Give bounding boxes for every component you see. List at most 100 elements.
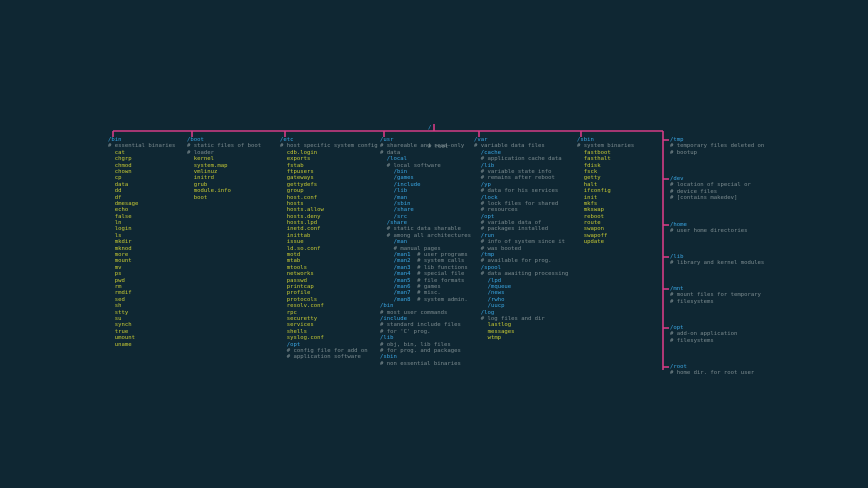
file-name: hosts.allow xyxy=(286,207,324,214)
file-name: mv xyxy=(114,264,122,271)
dir-name: /include xyxy=(380,315,407,322)
file-name: cp xyxy=(114,175,122,182)
file-name: ld.so.conf xyxy=(286,245,321,252)
dir-comment: # temporary files deleted on xyxy=(670,143,765,150)
dir-comment: # most user commands xyxy=(380,309,448,316)
file-name: protocols xyxy=(286,296,318,303)
dir-comment: # static data sharable xyxy=(386,226,461,233)
file-name: mkdir xyxy=(114,239,132,246)
side-entry: /home# user home directories xyxy=(670,222,747,235)
file-name: uname xyxy=(114,341,132,348)
dir-comment: # log files and dir xyxy=(480,315,545,322)
dir-name: /opt xyxy=(670,325,684,331)
dir-name: /man2 xyxy=(393,258,411,265)
file-name: gettydefs xyxy=(286,181,318,188)
dir-name: /man5 xyxy=(393,277,411,284)
dir-comment: # lib functions xyxy=(410,264,468,271)
dir-comment: # device files xyxy=(670,188,718,195)
dir-name: /tmp xyxy=(480,252,495,259)
file-name: fstab xyxy=(286,162,304,169)
dir-comment: # variable data files xyxy=(474,143,545,150)
side-entry: /dev# location of special or# device fil… xyxy=(670,176,751,202)
dir-name: /include xyxy=(393,181,421,188)
dir-name: /opt xyxy=(480,213,495,220)
file-name: securetty xyxy=(286,315,318,322)
file-name: rpc xyxy=(286,309,297,316)
column-var: /var# variable data files/cache# applica… xyxy=(474,137,568,342)
file-name: route xyxy=(583,220,601,227)
dir-comment: # misc. xyxy=(410,290,441,297)
file-name: networks xyxy=(286,271,314,278)
dir-comment: # [contains makedev] xyxy=(670,195,738,202)
file-name: issue xyxy=(286,239,304,246)
file-name: cdb.login xyxy=(286,149,318,156)
file-name: swapon xyxy=(583,226,605,233)
dir-name: /bin xyxy=(393,168,408,175)
dir-comment: # for 'C' prog. xyxy=(380,328,431,335)
dir-comment: # library and kernel modules xyxy=(670,260,765,267)
file-name: module.info xyxy=(193,188,231,195)
file-name: mtab xyxy=(286,258,301,265)
dir-name: /dev xyxy=(670,176,684,182)
file-name: dmesage xyxy=(114,200,139,207)
file-name: more xyxy=(114,252,129,259)
root-node: / # root xyxy=(428,112,448,163)
dir-name: /cache xyxy=(480,149,502,156)
dir-name: /src xyxy=(393,213,408,220)
side-entry: /root# home dir. for root user xyxy=(670,364,754,377)
dir-comment: # user programs xyxy=(410,252,468,259)
dir-name: /man xyxy=(393,194,408,201)
dir-comment: # filesystems xyxy=(670,337,714,344)
dir-name: /etc xyxy=(280,137,294,143)
dir-comment: # application software xyxy=(286,354,361,361)
file-name: ln xyxy=(114,220,122,227)
dir-name: /man4 xyxy=(393,271,411,278)
dir-comment: # resources xyxy=(480,207,518,214)
dir-entry-with-comment: /man6 # games xyxy=(380,284,471,290)
dir-comment: # remains after reboot xyxy=(480,175,555,182)
file-name: fdisk xyxy=(583,162,601,169)
dir-name: /mnt xyxy=(670,286,684,292)
dir-comment: # standard include files xyxy=(380,322,461,329)
dir-entry-with-comment: /man1 # user programs xyxy=(380,252,471,258)
file-name: hosts.lpd xyxy=(286,220,318,227)
dir-comment: # add-on application xyxy=(670,331,738,338)
file-name: syslog.conf xyxy=(286,335,324,342)
file-name: ps xyxy=(114,271,122,278)
file-name: chown xyxy=(114,168,132,175)
file-name: lastlog xyxy=(487,322,512,329)
dir-comment: # loader xyxy=(187,149,214,156)
dir-comment: # host specific system config xyxy=(280,143,378,150)
dir-comment: # application cache data xyxy=(480,156,562,163)
file-name: true xyxy=(114,328,129,335)
dir-comment: # packages installed xyxy=(480,226,549,233)
file-name: system.map xyxy=(193,162,228,169)
file-name: grub xyxy=(193,181,208,188)
file-name: synch xyxy=(114,322,132,329)
file-name: messages xyxy=(487,328,515,335)
file-name: group xyxy=(286,188,304,195)
file-name: inittab xyxy=(286,232,311,239)
file-name: rm xyxy=(114,283,122,290)
file-name: rmdif xyxy=(114,290,132,297)
file-name: profile xyxy=(286,290,311,297)
file-name: umount xyxy=(114,335,136,342)
file-name: reboot xyxy=(583,213,605,220)
dir-name: /spool xyxy=(480,264,502,271)
file-name: login xyxy=(114,226,132,233)
file-name: swapoff xyxy=(583,232,608,239)
file-name: init xyxy=(583,194,598,201)
file-name: gateways xyxy=(286,175,314,182)
file-name: chgrp xyxy=(114,156,132,163)
file-name: inetd.conf xyxy=(286,226,321,233)
dir-comment: # config file for add on xyxy=(286,347,368,354)
dir-name: /mqueue xyxy=(487,283,512,290)
file-name: hosts.deny xyxy=(286,213,321,220)
file-name: sh xyxy=(114,303,122,310)
dir-name: /log xyxy=(480,309,495,316)
